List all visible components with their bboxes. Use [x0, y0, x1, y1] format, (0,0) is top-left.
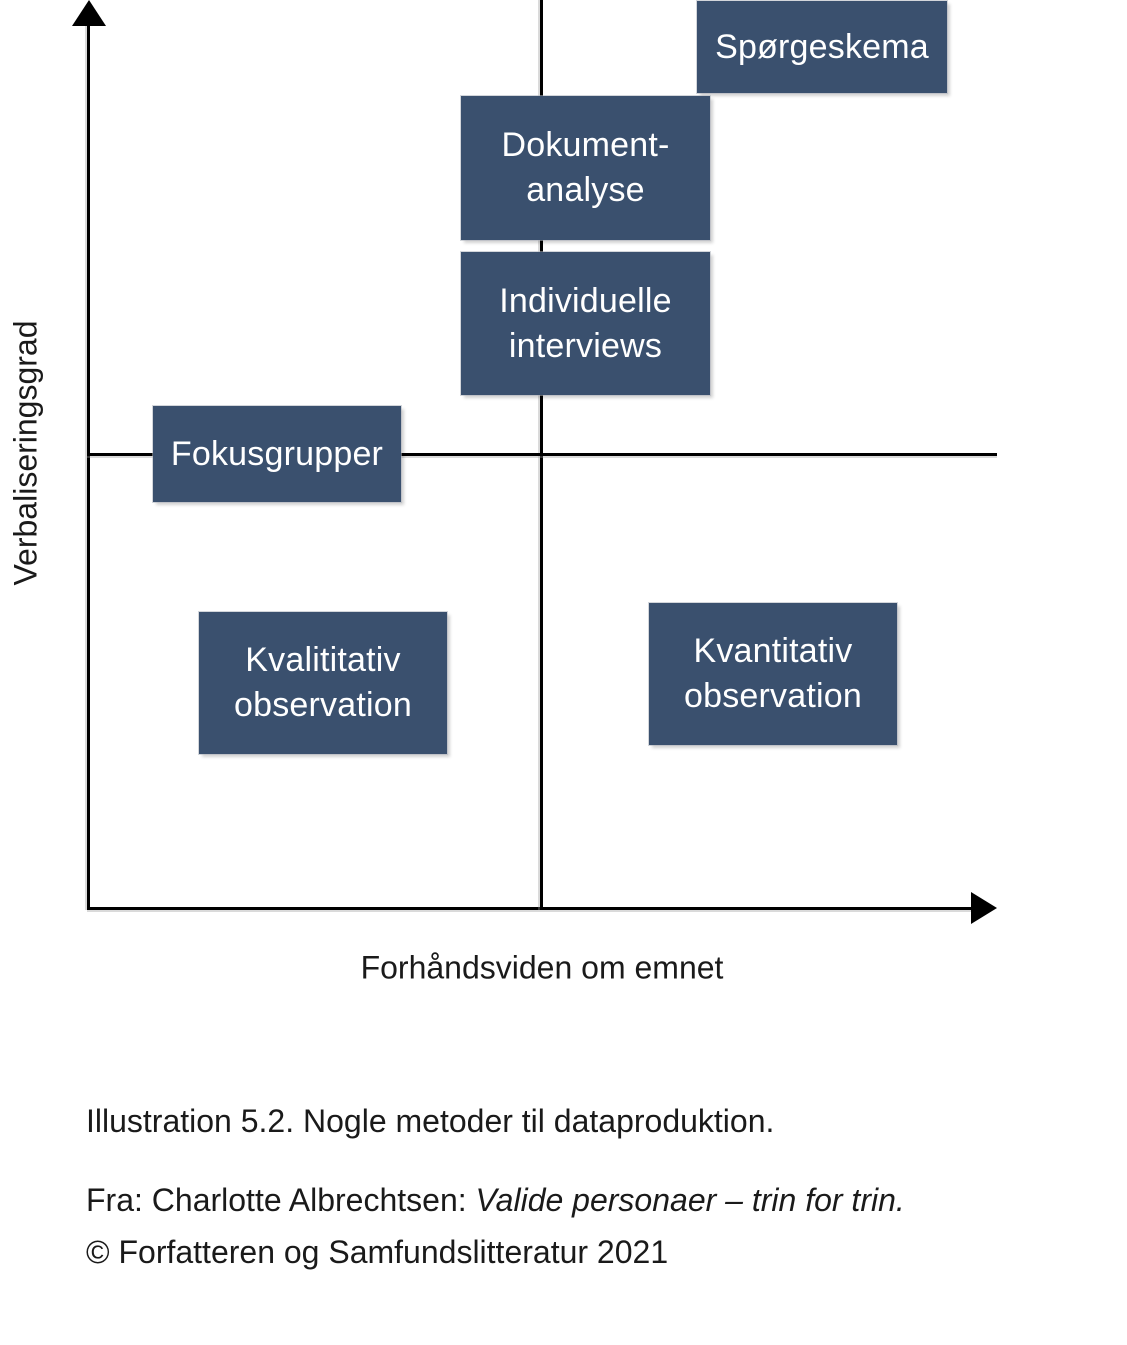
y-axis-line	[87, 18, 90, 910]
y-axis-arrow-icon	[72, 0, 106, 26]
y-axis-label: Verbaliseringsgrad	[7, 320, 44, 586]
method-box-label: Individuelle interviews	[499, 281, 672, 365]
method-box-kvalititativ-observation: Kvalititativ observation	[199, 612, 447, 754]
method-box-individuelle-interviews: Individuelle interviews	[461, 252, 710, 395]
method-box-label: Dokument- analyse	[501, 126, 670, 209]
source-title: Valide personaer – trin for trin.	[475, 1182, 905, 1218]
copyright-line: © Forfatteren og Samfundslitteratur 2021	[86, 1234, 669, 1270]
x-axis-line	[87, 907, 975, 910]
method-box-sporgeskema: Spørgeskema	[697, 1, 947, 93]
method-box-label: Kvantitativ observation	[684, 632, 862, 715]
x-axis-label: Forhåndsviden om emnet	[360, 949, 724, 986]
quadrant-divider-horizontal	[87, 453, 997, 456]
method-box-label: Kvalititativ observation	[234, 641, 412, 724]
source-line: Fra: Charlotte Albrechtsen: Valide perso…	[86, 1180, 905, 1220]
method-box-kvantitativ-observation: Kvantitativ observation	[649, 603, 897, 745]
method-box-label: Spørgeskema	[715, 27, 929, 66]
method-box-label: Fokusgrupper	[170, 434, 384, 473]
source-prefix: Fra: Charlotte Albrechtsen:	[86, 1182, 476, 1218]
x-axis-arrow-icon	[971, 892, 997, 924]
method-box-dokument-analyse: Dokument- analyse	[461, 96, 710, 240]
method-box-fokusgrupper: Fokusgrupper	[153, 406, 401, 502]
figure-caption: Illustration 5.2. Nogle metoder til data…	[86, 1103, 775, 1139]
